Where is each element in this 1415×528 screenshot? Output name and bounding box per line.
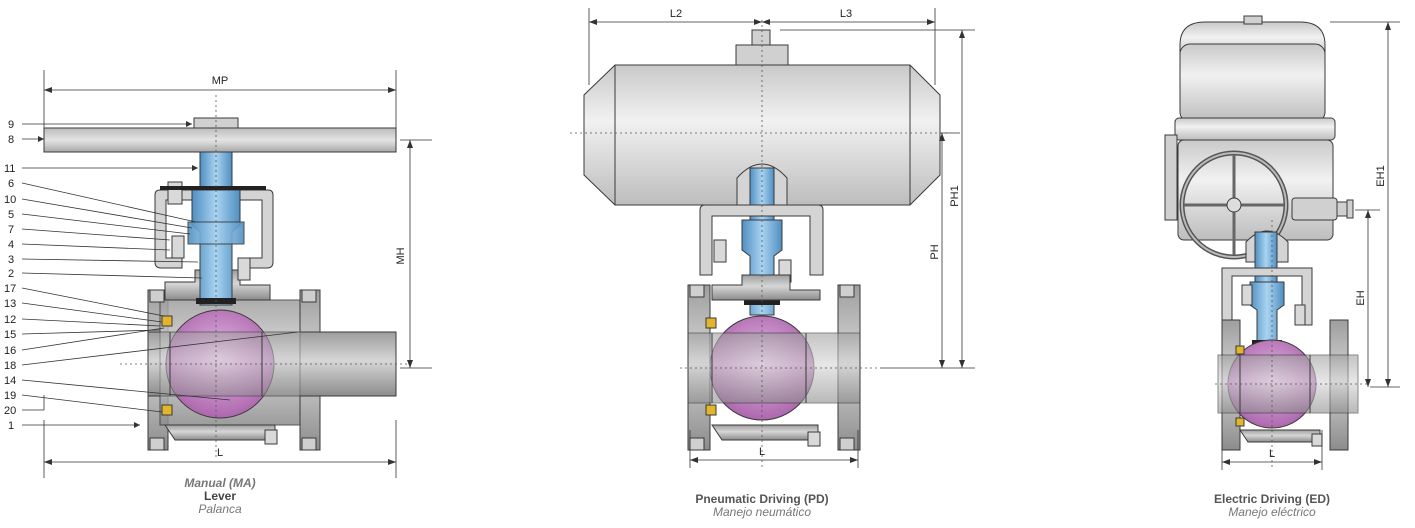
caption-pneumatic-spanish: Manejo neumático: [712, 505, 812, 519]
dimension-ph1: PH1: [949, 185, 961, 206]
caption-manual-title: Manual (MA): [184, 476, 256, 490]
callout-8: 8: [8, 134, 14, 146]
dimension-mh: MH: [395, 247, 407, 264]
dimension-l-electric: L: [1269, 448, 1275, 460]
dimension-eh: EH: [1355, 290, 1367, 305]
dimension-l-manual: L: [217, 447, 223, 459]
callout-11: 11: [4, 163, 15, 175]
callout-18: 18: [4, 360, 16, 372]
caption-electric: Electric Driving (ED) Manejo eléctrico: [1177, 493, 1367, 519]
callout-6: 6: [8, 178, 14, 190]
callout-13: 13: [4, 298, 16, 310]
callout-4: 4: [8, 239, 14, 251]
callout-9: 9: [8, 119, 14, 131]
callout-20: 20: [4, 405, 16, 417]
callout-14: 14: [4, 375, 16, 387]
dimension-eh1: EH1: [1375, 165, 1387, 186]
dimension-l3: L3: [840, 8, 852, 20]
manual-valve-drawing: 9 8 11 6 10 5 7 4 3 2 17 13 12 15 16 18 …: [4, 70, 432, 478]
callout-15: 15: [4, 329, 16, 341]
callout-3: 3: [8, 254, 14, 266]
caption-manual-spanish: Palanca: [198, 502, 242, 516]
callout-16: 16: [4, 345, 16, 357]
dimension-ph: PH: [929, 244, 941, 259]
dimension-mp: MP: [212, 75, 229, 87]
caption-pneumatic: Pneumatic Driving (PD) Manejo neumático: [662, 493, 862, 519]
caption-manual-english: Lever: [203, 489, 237, 503]
dimension-l2: L2: [670, 8, 682, 20]
caption-electric-title: Electric Driving (ED): [1213, 492, 1331, 506]
callout-19: 19: [4, 390, 16, 402]
caption-manual: Manual (MA) Lever Palanca: [150, 477, 290, 516]
pneumatic-valve-drawing: L2 L3 PH1 PH L: [570, 8, 975, 470]
callout-5: 5: [8, 209, 14, 221]
callout-1: 1: [8, 420, 14, 432]
caption-electric-spanish: Manejo eléctrico: [1228, 505, 1316, 519]
callout-17: 17: [4, 283, 16, 295]
dimension-l-pneumatic: L: [759, 446, 765, 458]
caption-pneumatic-title: Pneumatic Driving (PD): [695, 492, 829, 506]
callout-10: 10: [4, 194, 16, 206]
callout-2: 2: [8, 268, 14, 280]
electric-valve-drawing: EH1 EH L: [1164, 15, 1400, 470]
callout-7: 7: [8, 224, 14, 236]
callout-12: 12: [4, 314, 16, 326]
